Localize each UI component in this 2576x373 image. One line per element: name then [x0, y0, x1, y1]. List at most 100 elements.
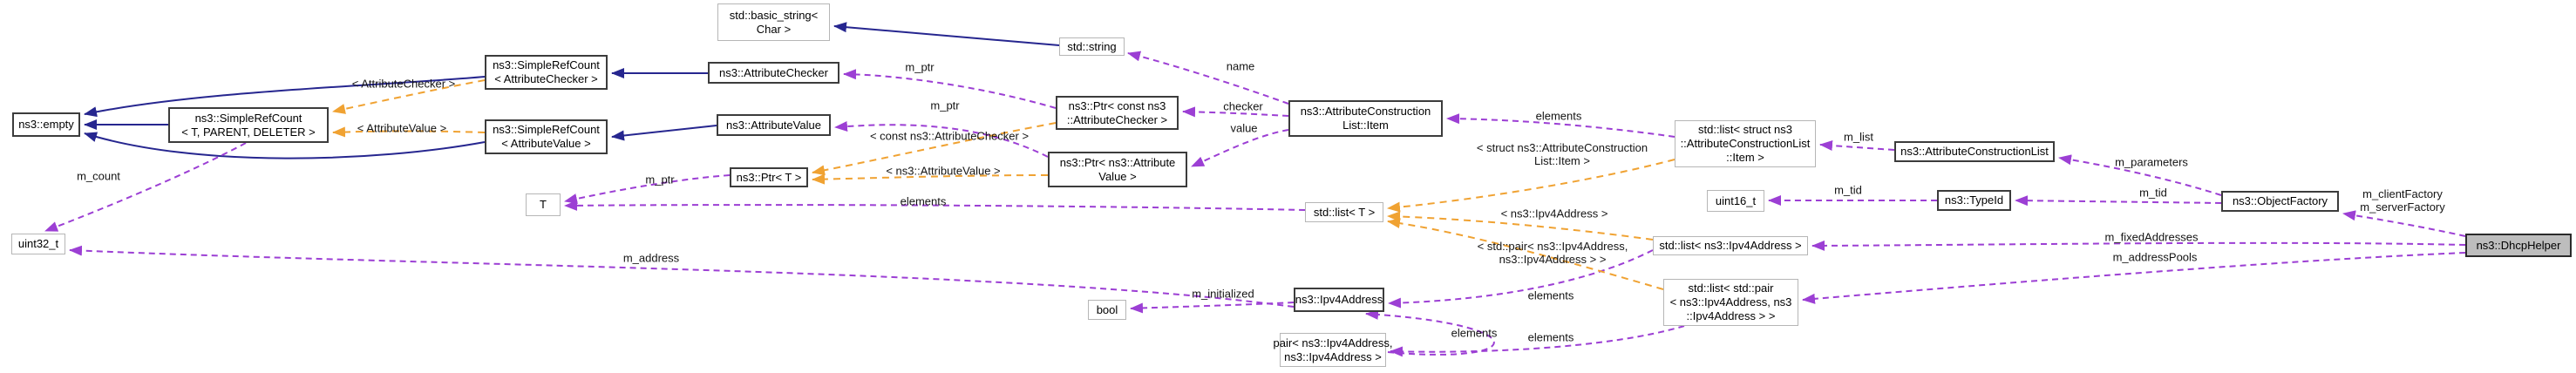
node-label-line: ns3::Ptr< T > — [736, 170, 802, 184]
node-attributevalue[interactable]: ns3::AttributeValue — [717, 114, 831, 136]
lbl-tpl-pair: < std::pair< ns3::Ipv4Address,ns3::Ipv4A… — [1478, 240, 1628, 267]
lbl-m-ptr-t: m_ptr — [645, 173, 675, 187]
lbl-tpl-ipv4: < ns3::Ipv4Address > — [1500, 207, 1608, 221]
edge-label-line: < AttributeValue > — [357, 121, 447, 135]
node-label-line: Value > — [1098, 169, 1137, 183]
edge-use-m-ptr-t — [564, 174, 731, 204]
node-label-line: < AttributeValue > — [501, 137, 591, 150]
edge-label-line: m_ptr — [930, 98, 960, 112]
lbl-value: value — [1230, 122, 1257, 136]
node-label-line: pair< ns3::Ipv4Address, — [1273, 336, 1393, 349]
node-label-line: ns3::DhcpHelper — [2476, 238, 2561, 252]
edge-label-line: elements — [900, 194, 947, 208]
node-label-line: uint32_t — [17, 237, 59, 251]
node-label-line: < AttributeChecker > — [494, 72, 598, 85]
edge-label-line: m_count — [77, 169, 120, 183]
edge-tpl-attributevalue — [332, 126, 486, 138]
edge-use-m-tid-obj — [2015, 195, 2222, 207]
node-label-line: List::Item — [1342, 119, 1389, 132]
node-label-line: ns3::SimpleRefCount — [493, 58, 600, 72]
node-ptr-t[interactable]: ns3::Ptr< T > — [730, 167, 808, 187]
node-objectfactory[interactable]: ns3::ObjectFactory — [2221, 191, 2339, 212]
lbl-m-ptr-checker: m_ptr — [905, 61, 934, 75]
node-label-line: ns3::SimpleRefCount — [493, 123, 600, 137]
edge-inh-string-basicstring — [833, 22, 1060, 46]
node-label-line: ns3::ObjectFactory — [2232, 194, 2328, 208]
edge-use-m-count — [44, 142, 247, 232]
edge-label-line: < ns3::Ipv4Address > — [1500, 207, 1608, 220]
edge-label-line: m_initialized — [1192, 287, 1254, 301]
node-attributechecker[interactable]: ns3::AttributeChecker — [708, 62, 839, 84]
node-label-line: std::list< std::pair — [1688, 281, 1774, 295]
edge-use-elements-pair — [1365, 309, 1495, 356]
edge-label-line: m_list — [1844, 130, 1873, 144]
node-simplerefcount-attributechecker[interactable]: ns3::SimpleRefCount< AttributeChecker > — [485, 55, 608, 90]
lbl-m-addresspools: m_addressPools — [2112, 250, 2198, 265]
node-simplerefcount-attributevalue[interactable]: ns3::SimpleRefCount< AttributeValue > — [485, 119, 608, 154]
node-attributeconstructionlist[interactable]: ns3::AttributeConstructionList — [1894, 141, 2055, 162]
edge-tpl-list-ipv4 — [1387, 211, 1654, 241]
lbl-elements-pair-ipv4: elements — [1451, 326, 1498, 341]
node-label-line: uint16_t — [1715, 193, 1757, 207]
node-bool: bool — [1088, 300, 1126, 320]
node-label-line: < T, PARENT, DELETER > — [181, 125, 316, 139]
node-label-line: ::Item > — [1726, 150, 1764, 164]
edge-inh-srcchecker-empty — [84, 76, 486, 118]
edge-use-elements-listpair — [1390, 325, 1685, 357]
edge-label-line: name — [1226, 59, 1255, 73]
edge-use-elements-list-t — [564, 200, 1306, 211]
lbl-elements-list-t: elements — [900, 194, 947, 209]
node-typeid[interactable]: ns3::TypeId — [1937, 190, 2011, 211]
node-label-line: ns3::AttributeConstructionList — [1900, 145, 2049, 159]
node-label-line: std::basic_string< — [729, 8, 819, 22]
edge-label-line: elements — [1527, 288, 1574, 302]
edge-label-line: < const ns3::AttributeChecker > — [869, 129, 1030, 143]
edges-group — [44, 22, 2466, 357]
edge-use-name — [1127, 51, 1289, 105]
node-label-line: ns3::Ipv4Address — [1295, 293, 1383, 307]
node-label-line: ns3::AttributeChecker — [718, 65, 828, 79]
node-basic-string: std::basic_string<Char > — [717, 3, 830, 41]
edge-label-line: ns3::Ipv4Address > > — [1499, 253, 1607, 266]
edge-label-line: m_addressPools — [2112, 250, 2198, 264]
node-dhcphelper[interactable]: ns3::DhcpHelper — [2465, 234, 2572, 257]
node-list-pair: std::list< std::pair< ns3::Ipv4Address, … — [1663, 279, 1798, 326]
node-label-line: bool — [1096, 302, 1118, 316]
lbl-m-ptr-value: m_ptr — [930, 98, 960, 113]
node-label-line: std::list< ns3::Ipv4Address > — [1659, 239, 1802, 253]
edge-use-checker — [1182, 106, 1289, 118]
edge-label-line: m_tid — [2139, 186, 2167, 200]
edge-use-factories — [2342, 210, 2466, 237]
lbl-m-initialized: m_initialized — [1192, 288, 1254, 302]
node-std-string: std::string — [1059, 37, 1125, 56]
node-label-line: ns3::TypeId — [1944, 193, 2004, 207]
node-simplerefcount-tpl[interactable]: ns3::SimpleRefCount< T, PARENT, DELETER … — [168, 107, 329, 143]
edge-label-line: m_fixedAddresses — [2104, 230, 2199, 244]
lbl-tpl-attributechecker: < AttributeChecker > — [352, 78, 456, 92]
lbl-elements-listpair: elements — [1527, 330, 1574, 345]
lbl-name: name — [1226, 59, 1255, 74]
edge-use-elements-listipv4 — [1388, 249, 1654, 309]
node-label-line: ns3::Ptr< const ns3 — [1068, 98, 1166, 112]
edge-inh-srcvalue-empty — [84, 132, 486, 159]
lbl-m-count: m_count — [77, 169, 120, 184]
edge-label-line: < AttributeChecker > — [351, 77, 456, 91]
node-ipv4address[interactable]: ns3::Ipv4Address — [1294, 288, 1384, 312]
edge-tpl-ptr-const-checker — [812, 122, 1057, 176]
node-pair-ipv4: pair< ns3::Ipv4Address,ns3::Ipv4Address … — [1274, 333, 1392, 367]
edge-label-line: elements — [1527, 330, 1574, 344]
node-label-line: ::AttributeConstructionList — [1680, 137, 1811, 151]
edge-label-line: elements — [1451, 326, 1498, 340]
edge-label-line: m_ptr — [645, 173, 675, 186]
lbl-m-tid-typeid: m_tid — [1834, 184, 1862, 198]
node-ptr-const-attributechecker[interactable]: ns3::Ptr< const ns3::AttributeChecker > — [1056, 96, 1179, 130]
node-label-line: ns3::Ipv4Address > — [1284, 349, 1382, 363]
edge-use-m-addresspools — [1802, 252, 2466, 304]
node-empty[interactable]: ns3::empty — [12, 112, 80, 137]
node-label-line: ns3::empty — [18, 118, 74, 132]
node-label-line: < ns3::Ipv4Address, ns3 — [1669, 295, 1792, 309]
